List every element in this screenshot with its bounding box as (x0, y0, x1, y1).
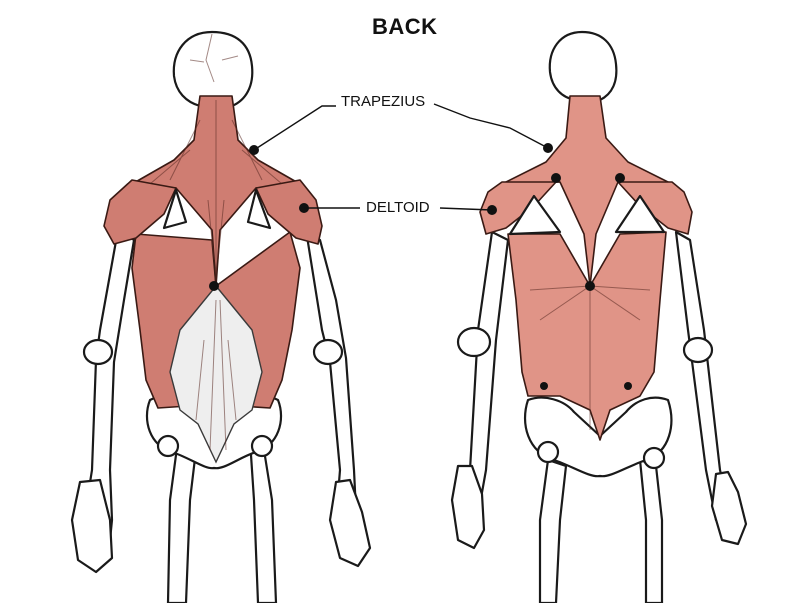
left-deltoid-left (103, 179, 177, 245)
right-figure (450, 30, 748, 603)
right-skull (548, 30, 618, 102)
page-title: BACK (372, 14, 438, 39)
deltoid-leader-right (439, 207, 493, 211)
trapezius-leader-left (253, 105, 336, 151)
right-deltoid-right (617, 181, 693, 235)
left-spine-marker (209, 281, 219, 291)
trapezius-label: TRAPEZIUS (341, 93, 426, 110)
left-skull (172, 30, 254, 108)
deltoid-label: DELTOID (366, 199, 430, 216)
left-figure-hand-left (70, 478, 114, 574)
right-deltoid-left (479, 181, 557, 235)
trapezius-leader-right (433, 103, 549, 149)
left-lumbar-fascia (169, 284, 263, 464)
left-figure (70, 30, 372, 603)
leader-lines (253, 103, 549, 211)
left-figure-hand-right (328, 478, 372, 568)
right-figure-hand-left (450, 464, 486, 550)
right-trapezius (501, 95, 673, 287)
right-spine-marker (585, 281, 595, 291)
right-figure-hand-right (710, 470, 748, 546)
